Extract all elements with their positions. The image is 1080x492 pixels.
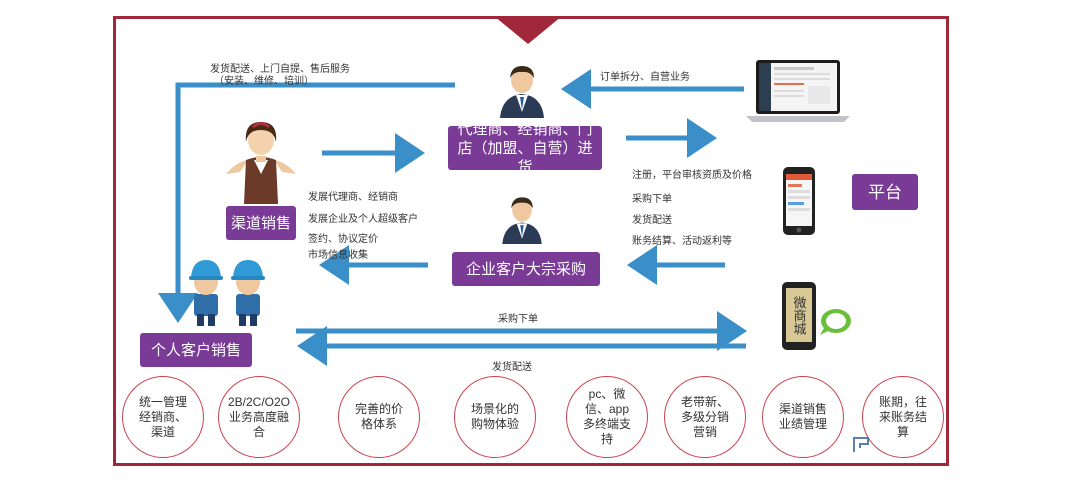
wechat-mall-phone: 微商城 [782,282,816,350]
wechat-mall-screen: 微商城 [786,288,812,342]
channel-sales-node-label: 渠道销售 [230,214,291,232]
feature-label: 完善的价格体系 [354,402,403,431]
feature-circle: 账期，往来账务结算 [862,376,944,458]
wechat-mall-label: 微商城 [791,295,807,335]
feature-label: 2B/2C/O2O业务高度融合 [227,394,291,439]
settle-note: 账务结算、活动返利等 [632,236,732,247]
feature-circle: pc、微信、app多终端支持 [566,376,648,458]
worker-icon [189,260,223,326]
purchase-order-note: 采购下单 [632,194,672,205]
platform-node-label: 平台 [868,182,902,202]
channel-sales-node: 渠道销售 [226,206,296,240]
feature-circle: 场景化的购物体验 [454,376,536,458]
smartphone-icon [783,167,815,235]
feature-circle: 完善的价格体系 [338,376,420,458]
corner-decoration-icon [853,437,869,452]
register-note: 注册，平台审核资质及价格 [632,170,752,181]
businessman-icon [502,197,542,244]
businessman-icon [500,66,544,118]
laptop-icon [746,60,850,122]
ship-note: 发货配送 [632,215,672,226]
feature-circle: 统一管理经销商、渠道 [122,376,204,458]
delivery-service-note: 发货配送、上门自提、售后服务 [210,64,350,75]
feature-label: 场景化的购物体验 [470,402,519,431]
feature-circle: 渠道销售业绩管理 [762,376,844,458]
individual-node: 个人客户销售 [140,333,252,367]
feature-circle: 2B/2C/O2O业务高度融合 [218,376,300,458]
feature-label: pc、微信、app多终端支持 [582,387,631,446]
develop-agents-note: 发展代理商、经销商 [308,192,398,203]
enterprise-node-label: 企业客户大宗采购 [465,260,586,278]
order-split-note: 订单拆分、自营业务 [600,72,690,83]
sign-note: 签约、协议定价 [308,234,378,245]
worker-icon [231,260,265,326]
top-notch [494,16,562,44]
individual-node-label: 个人客户销售 [150,341,241,359]
delivery-service-detail-note: （安装、维修、培训） [214,76,314,87]
platform-node: 平台 [852,174,918,210]
feature-label: 渠道销售业绩管理 [778,402,827,431]
feature-label: 账期，往来账务结算 [878,394,927,439]
feature-circle: 老带新、多级分销营销 [664,376,746,458]
chat-bubble-icon [820,309,851,335]
distributor-node-label: 代理商、经销商、门店（加盟、自营）进货 [457,120,593,176]
saleswoman-icon [226,122,296,204]
delivery-service-connector [158,82,455,323]
feature-label: 统一管理经销商、渠道 [138,394,187,439]
market-note: 市场信息收集 [308,250,368,261]
distributor-node: 代理商、经销商、门店（加盟、自营）进货 [448,121,602,176]
enterprise-node: 企业客户大宗采购 [452,252,600,286]
develop-enterprise-note: 发展企业及个人超级客户 [308,214,418,225]
feature-label: 老带新、多级分销营销 [680,394,729,439]
bottom-order-note: 采购下单 [498,314,538,325]
bottom-ship-note: 发货配送 [492,362,532,373]
